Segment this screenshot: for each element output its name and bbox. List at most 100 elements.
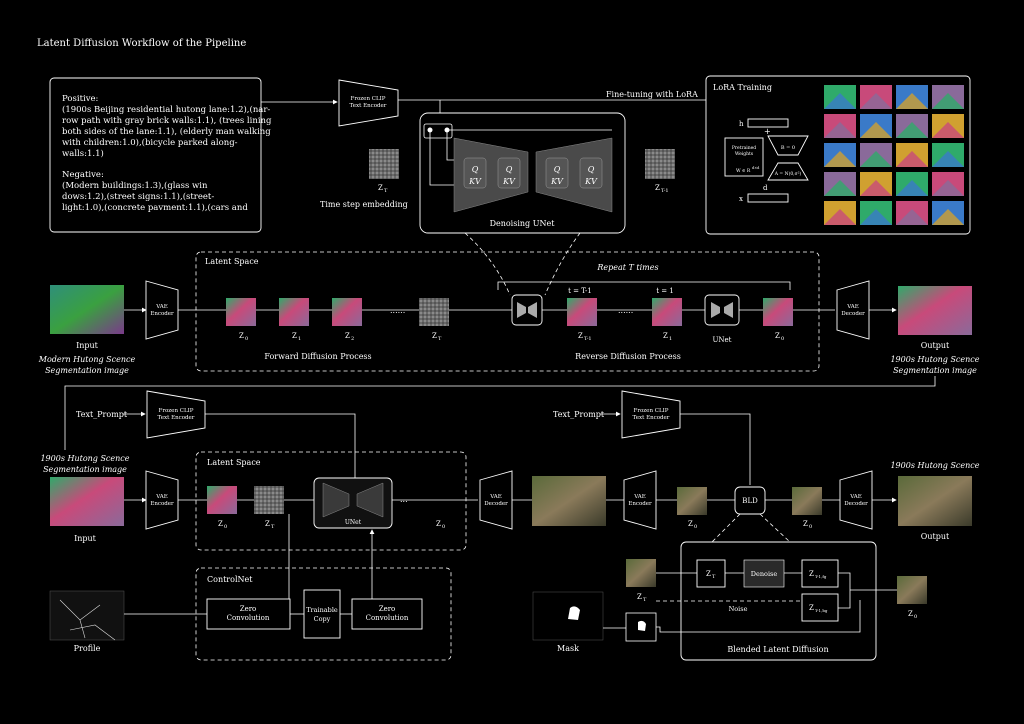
svg-text:2: 2 <box>351 336 354 342</box>
svg-text:KV: KV <box>502 177 516 186</box>
zT-image <box>419 298 449 326</box>
positive-line-1: (1900s Beijing residential hutong lane:1… <box>62 104 270 115</box>
svg-text:KV: KV <box>550 177 564 186</box>
svg-text:Decoder: Decoder <box>484 501 508 507</box>
svg-text:A = N(0,σ²): A = N(0,σ²) <box>774 170 802 177</box>
svg-text:1: 1 <box>669 336 672 342</box>
lora-image-grid <box>824 85 964 225</box>
svg-text:Z: Z <box>688 520 693 528</box>
svg-text:Z: Z <box>218 520 223 528</box>
svg-text:Text_Prompt: Text_Prompt <box>76 410 128 419</box>
svg-text:Modern Hutong Scence: Modern Hutong Scence <box>38 355 136 364</box>
bottom-vae-decoder <box>479 470 513 530</box>
lora-thumbnail-shape <box>896 93 928 109</box>
svg-text:Encoder: Encoder <box>150 501 174 507</box>
mid-output-image <box>898 286 972 335</box>
svg-text:Zero: Zero <box>379 605 396 613</box>
profile-image <box>49 590 125 641</box>
latent-space-mid <box>195 251 820 372</box>
svg-text:Output: Output <box>921 341 950 350</box>
svg-text:0: 0 <box>245 336 248 342</box>
denoising-unet-box: Q KV Q KV Q KV Q KV Denoising UNet <box>419 112 626 234</box>
svg-text:Z: Z <box>239 332 244 340</box>
lora-thumbnail-shape <box>860 209 892 225</box>
br-zt-box <box>696 559 726 588</box>
zbg-box <box>801 593 839 622</box>
svg-text:T: T <box>384 188 388 194</box>
svg-text:Segmentation image: Segmentation image <box>893 366 977 375</box>
svg-text:t = T-1: t = T-1 <box>568 287 592 295</box>
svg-text:VAE: VAE <box>849 494 862 500</box>
bottom-left-input-image <box>50 477 124 526</box>
svg-text:Noise: Noise <box>729 605 748 613</box>
svg-text:T-1,fg: T-1,fg <box>815 574 827 579</box>
svg-text:Z: Z <box>292 332 297 340</box>
lora-thumbnail-shape <box>860 122 892 138</box>
svg-text:UNet: UNet <box>713 336 732 344</box>
svg-text:Z: Z <box>345 332 350 340</box>
clip-encoder-bottom-right <box>621 390 681 439</box>
lora-thumbnail-shape <box>896 122 928 138</box>
svg-text:...: ... <box>400 495 408 504</box>
svg-text:Z: Z <box>908 610 913 618</box>
lora-thumbnail-shape <box>860 93 892 109</box>
z2-image <box>332 298 362 326</box>
lora-thumbnail-shape <box>896 209 928 225</box>
lora-thumbnail-shape <box>932 151 964 167</box>
svg-text:Z: Z <box>775 332 780 340</box>
negative-label: Negative: <box>62 170 104 180</box>
svg-text:Z: Z <box>809 604 814 612</box>
z0-image <box>226 298 256 326</box>
mid-unet-icon-2 <box>704 294 740 326</box>
svg-text:Z: Z <box>663 332 668 340</box>
svg-text:Decoder: Decoder <box>841 311 865 317</box>
svg-text:Input: Input <box>76 341 99 350</box>
svg-text:Input: Input <box>74 534 97 543</box>
svg-text:Pretrained: Pretrained <box>732 145 756 151</box>
bld-box <box>734 486 766 515</box>
svg-text:Weights: Weights <box>735 151 754 157</box>
svg-text:Latent Space: Latent Space <box>205 257 259 266</box>
br-z0c-image <box>897 576 927 604</box>
svg-text:T: T <box>438 336 442 342</box>
svg-text:Frozen CLIP: Frozen CLIP <box>159 408 194 414</box>
svg-text:1900s Hutong Scence: 1900s Hutong Scence <box>890 461 979 470</box>
trainable-copy <box>303 589 341 639</box>
lora-thumbnail-shape <box>932 180 964 196</box>
lora-thumbnail-shape <box>860 180 892 196</box>
br-vae-decoder <box>839 470 873 530</box>
svg-text:Mask: Mask <box>557 644 579 653</box>
positive-line-4: with children:1.0),(bicycle parked along… <box>62 137 238 148</box>
br-output-image <box>898 476 972 526</box>
svg-text:Z: Z <box>578 332 583 340</box>
zT1-image <box>567 298 597 326</box>
controlnet-box <box>195 567 452 661</box>
mid-vae-encoder <box>145 280 179 340</box>
br-z0b-image <box>792 487 822 515</box>
mask-image <box>532 591 604 641</box>
svg-text:+: + <box>764 127 771 136</box>
clip-encoder-top: Frozen CLIP Text Encoder <box>338 79 399 127</box>
svg-text:Profile: Profile <box>74 644 101 653</box>
zr1-image <box>652 298 682 326</box>
svg-text:Z: Z <box>436 520 441 528</box>
time-step-embedding: Time step embedding <box>320 200 408 209</box>
svg-text:VAE: VAE <box>633 494 646 500</box>
svg-text:Text Encoder: Text Encoder <box>158 415 195 421</box>
svg-text:Frozen CLIP: Frozen CLIP <box>634 408 669 414</box>
svg-text:Convolution: Convolution <box>227 614 270 622</box>
positive-line-3: both sides of the lane:1.1), (elderly ma… <box>62 126 271 137</box>
svg-text:T: T <box>643 597 647 603</box>
svg-text:LoRA Training: LoRA Training <box>713 83 772 92</box>
svg-text:0: 0 <box>442 524 445 530</box>
lora-thumbnail-shape <box>860 151 892 167</box>
latent-space-bottom <box>195 451 467 551</box>
svg-text:Z: Z <box>706 570 711 578</box>
svg-text:Convolution: Convolution <box>366 614 409 622</box>
lora-thumbnail-shape <box>824 151 856 167</box>
svg-text:W ∈ R: W ∈ R <box>736 168 751 174</box>
svg-text:0: 0 <box>694 524 697 530</box>
svg-text:1900s Hutong Scence: 1900s Hutong Scence <box>40 454 129 463</box>
svg-text:T-1: T-1 <box>584 336 592 342</box>
svg-text:Z: Z <box>432 332 437 340</box>
